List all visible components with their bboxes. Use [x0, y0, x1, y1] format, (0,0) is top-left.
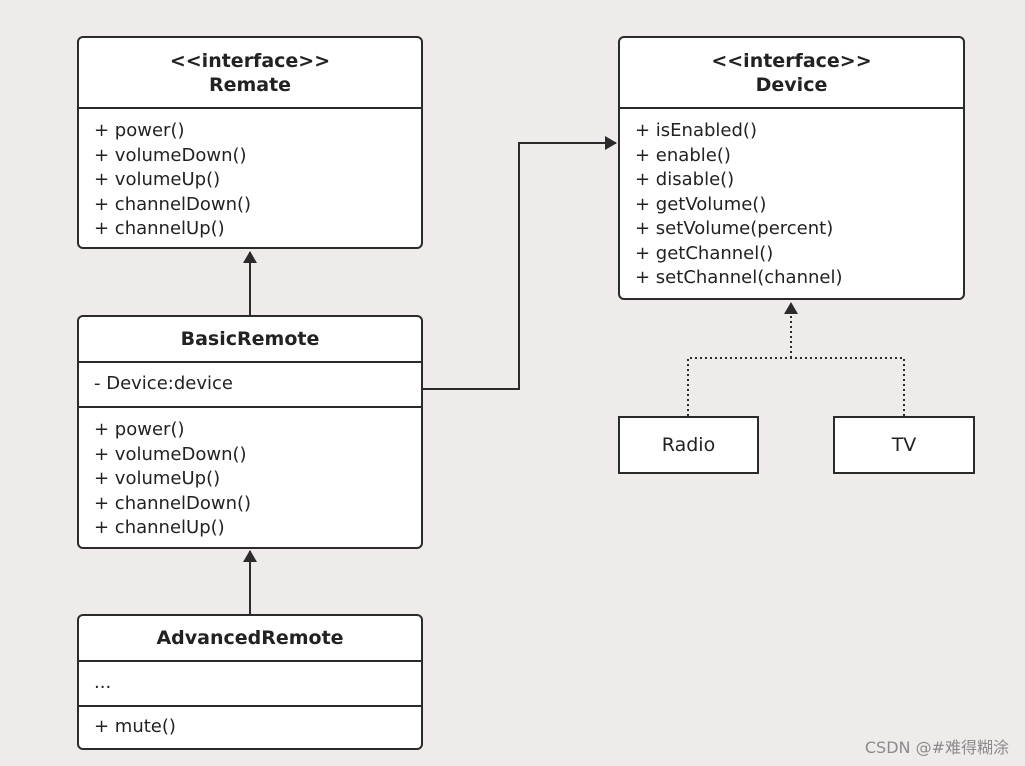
method: + channelUp(): [94, 517, 225, 538]
method: + setVolume(percent): [635, 218, 834, 239]
method: + channelUp(): [94, 218, 225, 239]
class-basicremote-name: BasicRemote: [180, 328, 320, 350]
method: + volumeDown(): [94, 144, 247, 166]
method: + enable(): [635, 144, 731, 166]
method: + disable(): [635, 169, 735, 190]
realization-tv-device: [791, 357, 905, 416]
class-tv: TV: [833, 416, 975, 474]
attribute: ...: [94, 672, 112, 694]
class-radio: Radio: [618, 416, 759, 474]
class-remate: <<interface>> Remate + power() + volumeD…: [77, 36, 423, 249]
class-basicremote-attributes: - Device:device: [79, 363, 421, 408]
method: + power(): [94, 120, 185, 141]
method: + channelDown(): [94, 193, 252, 215]
class-tv-name: TV: [891, 434, 917, 456]
class-basicremote-methods: + power() + volumeDown() + volumeUp() + …: [79, 408, 421, 541]
method: + setChannel(channel): [635, 267, 843, 288]
watermark: CSDN @#难得糊涂: [864, 738, 1009, 757]
class-remate-name: Remate: [208, 73, 292, 96]
method: + isEnabled(): [635, 120, 757, 141]
class-remate-stereotype: <<interface>>: [169, 49, 331, 72]
method: + volumeDown(): [94, 443, 247, 465]
class-basicremote-header: BasicRemote: [79, 317, 421, 363]
class-advancedremote-attributes: ...: [79, 662, 421, 707]
method: + volumeUp(): [94, 468, 221, 489]
class-remate-methods: + power() + volumeDown() + volumeUp() + …: [79, 109, 421, 242]
class-basicremote: BasicRemote - Device:device + power() + …: [77, 315, 423, 549]
class-device-stereotype: <<interface>>: [711, 49, 872, 72]
class-advancedremote-header: AdvancedRemote: [79, 616, 421, 662]
class-advancedremote-name: AdvancedRemote: [156, 627, 344, 649]
method: + volumeUp(): [94, 169, 221, 190]
class-advancedremote-methods: + mute(): [79, 707, 421, 748]
attribute: - Device:device: [94, 373, 233, 395]
class-device-methods: + isEnabled() + enable() + disable() + g…: [620, 109, 963, 291]
method: + channelDown(): [94, 492, 252, 514]
class-device-name: Device: [755, 73, 828, 96]
method: + getVolume(): [635, 193, 767, 215]
method: + mute(): [94, 716, 176, 738]
class-device-header: <<interface>> Device: [620, 38, 963, 109]
class-remate-header: <<interface>> Remate: [79, 38, 421, 109]
class-advancedremote: AdvancedRemote ... + mute(): [77, 614, 423, 750]
class-radio-name: Radio: [661, 434, 716, 456]
realization-radio-device: [687, 357, 791, 416]
method: + getChannel(): [635, 242, 774, 264]
association-basicremote-device: [422, 136, 617, 390]
class-device: <<interface>> Device + isEnabled() + ena…: [618, 36, 965, 300]
method: + power(): [94, 419, 185, 440]
